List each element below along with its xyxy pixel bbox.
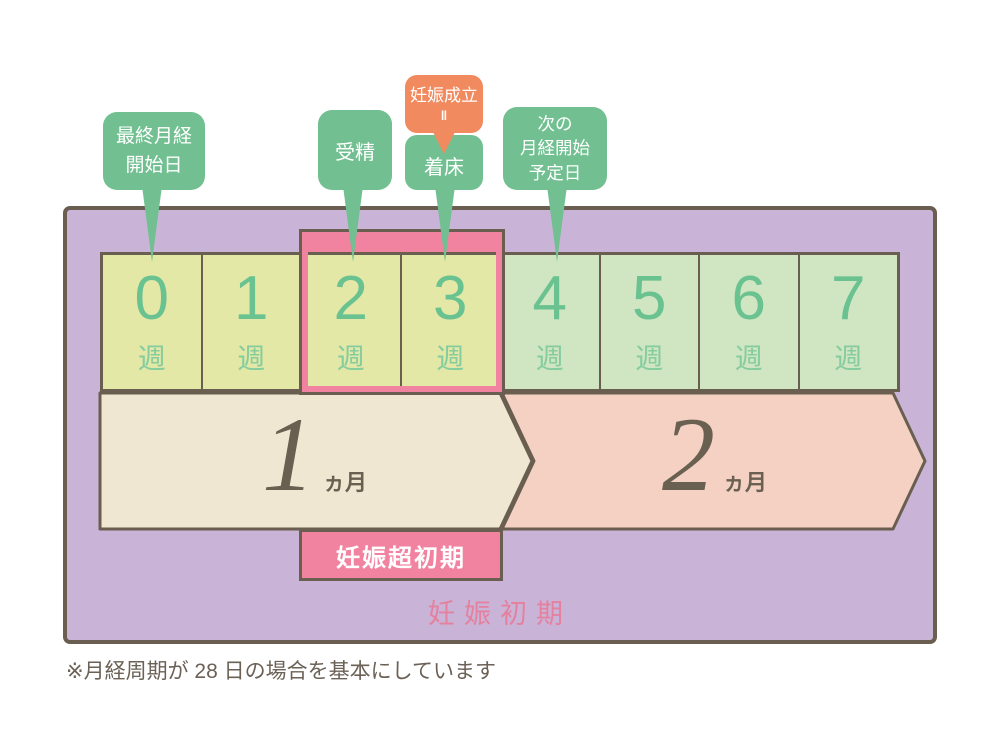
month-1-unit: ヵ月 [323,470,368,495]
week-number: 4 [532,264,567,333]
month-2-number: 2 [662,396,715,513]
month-arrows [98,391,927,531]
week-unit: 週 [137,343,166,374]
callout-last-period-line1: 最終月経 [115,125,192,147]
week-number: 0 [134,264,169,333]
week-cell-5: 5 週 [598,255,698,389]
month-2-arrow [500,391,927,531]
callout-next-period: 次の 月経開始 予定日 [503,107,607,190]
week-cell-2: 2 週 [300,255,400,389]
month-2-label: 2 ヵ月 [662,402,767,508]
callout-pregnancy-established-label: 妊娠成立 [410,85,478,105]
week-cell-6: 6 週 [698,255,798,389]
week-row: 0 週 1 週 2 週 3 週 4 週 5 週 6 週 7 週 [100,252,900,392]
month-1-number: 1 [262,396,315,513]
week-unit: 週 [436,343,465,374]
early-pregnancy-label: 妊娠初期 [428,599,572,629]
week-cell-4: 4 週 [499,255,599,389]
very-early-pregnancy-badge: 妊娠超初期 [299,529,503,581]
callout-next-period-line1: 次の [537,114,573,135]
week-number: 3 [433,264,468,333]
week-number: 7 [831,264,866,333]
week-cell-1: 1 週 [200,255,300,389]
callout-next-period-line3: 予定日 [528,162,582,183]
week-unit: 週 [237,343,266,374]
week-unit: 週 [734,343,763,374]
callout-next-period-line2: 月経開始 [520,138,590,159]
callout-fertilization: 受精 [318,110,392,190]
callout-last-period: 最終月経 開始日 [103,112,205,190]
week-number: 1 [234,264,269,333]
equals-mark: ‖ [440,108,448,124]
month-2-unit: ヵ月 [723,470,768,495]
week-unit: 週 [635,343,664,374]
week-unit: 週 [336,343,365,374]
week-unit: 週 [834,343,863,374]
callout-pregnancy-established: 妊娠成立 ‖ [405,75,483,133]
week-number: 6 [731,264,766,333]
week-unit: 週 [535,343,564,374]
month-1-label: 1 ヵ月 [262,402,367,508]
week-cell-7: 7 週 [797,255,897,389]
week-number: 5 [632,264,667,333]
week-number: 2 [333,264,368,333]
week-cell-0: 0 週 [103,255,201,389]
footnote-cycle-note: ※月経周期が 28 日の場合を基本にしています [66,660,496,683]
week-cell-3: 3 週 [399,255,499,389]
callout-last-period-line2: 開始日 [125,155,183,176]
